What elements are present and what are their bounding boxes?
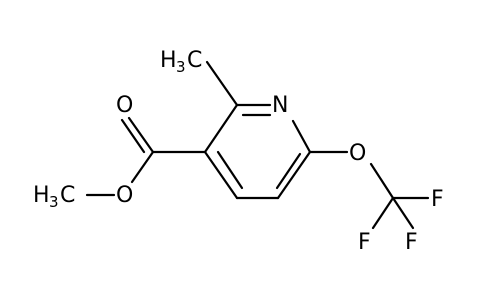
bond-c6-n1 <box>291 119 312 154</box>
bond-carbonyl-ester-o <box>130 150 155 184</box>
bond-c2-methyl <box>205 60 239 107</box>
bond-c2-c3 <box>203 103 239 154</box>
bond-c5-c6 <box>276 150 312 200</box>
methyl-ester-h: H <box>33 183 50 208</box>
fluorine-right-bottom: F <box>405 230 418 255</box>
bond-carbonyl-o-b <box>120 118 146 154</box>
bond-ether-o-cf3 <box>369 162 395 200</box>
fluorine-right: F <box>431 187 444 212</box>
methyl-top-label: H 3 C <box>160 48 202 76</box>
ester-oxygen: O <box>116 183 133 208</box>
methyl-top-c: C <box>187 48 202 73</box>
bond-c3-c4 <box>203 150 239 200</box>
bond-c5-c6-inner <box>275 152 302 190</box>
bond-carbonyl-o-a <box>127 116 155 154</box>
methyl-top-subscript: 3 <box>176 58 186 76</box>
bond-cf3-f-right-bottom <box>391 196 415 230</box>
bond-c3-c4-inner <box>216 150 244 190</box>
fluorine-left-bottom: F <box>358 230 371 255</box>
carbonyl-oxygen: O <box>116 93 133 118</box>
methyl-ester-label: H 3 C <box>33 183 75 211</box>
bond-cf3-f-left-bottom <box>371 196 395 230</box>
nitrogen-atom: N <box>272 93 288 118</box>
methyl-top-h: H <box>160 48 177 73</box>
methyl-ester-subscript: 3 <box>49 193 59 211</box>
methyl-ester-c: C <box>60 183 75 208</box>
pyridine-ring <box>203 103 312 200</box>
ether-oxygen: O <box>349 141 366 166</box>
